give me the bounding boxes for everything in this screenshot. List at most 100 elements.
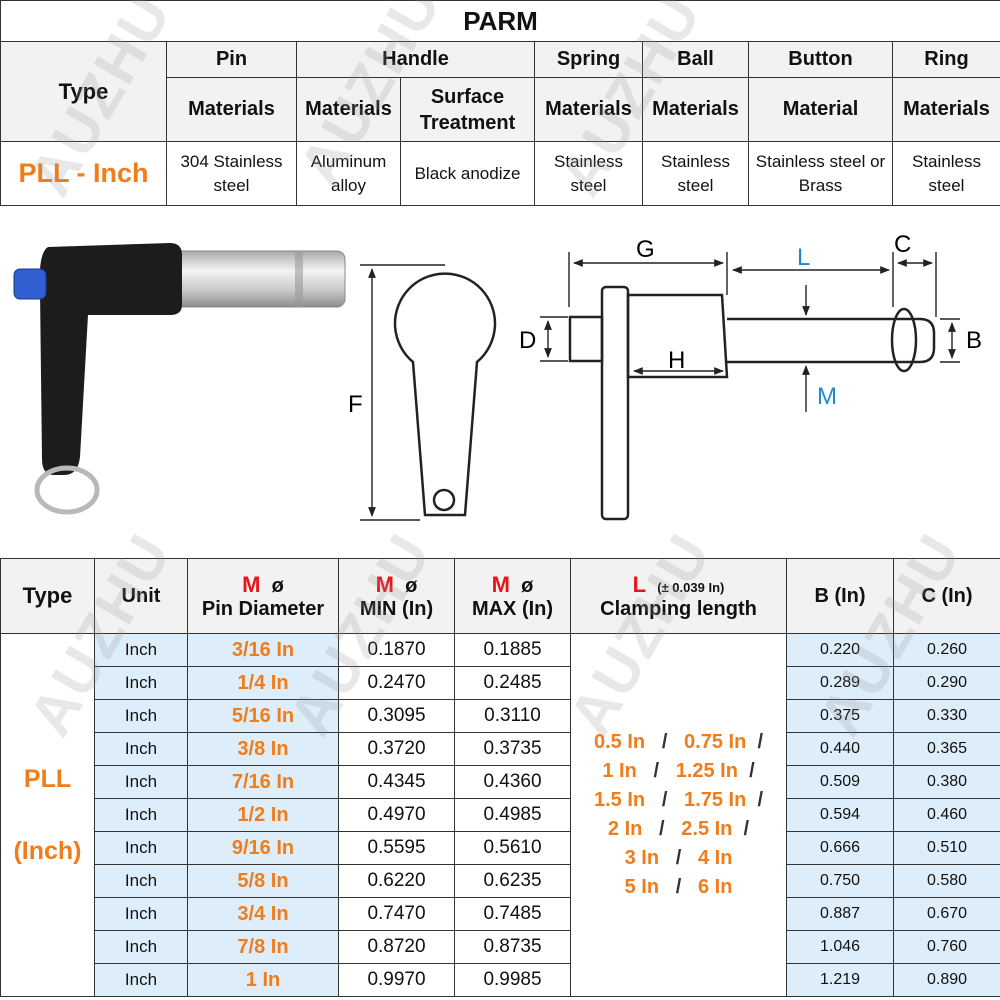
separator: / xyxy=(653,760,660,782)
m-symbol: M xyxy=(242,571,261,597)
group-button: Button xyxy=(748,41,893,78)
pin-groove xyxy=(295,251,303,307)
subheader-ball-materials: Materials xyxy=(642,77,749,142)
pin-diameter-label: Pin Diameter xyxy=(201,597,325,620)
subheader-pin-materials: Materials xyxy=(166,77,297,142)
clamping-length-options: 0.5 In / 0.75 In /1 In / 1.25 In /1.5 In… xyxy=(570,633,787,997)
c-cell: 0.260 xyxy=(893,633,1000,667)
c-cell: 0.890 xyxy=(893,963,1000,997)
b-cell: 1.219 xyxy=(786,963,894,997)
max-cell: 0.5610 xyxy=(454,831,571,865)
min-cell: 0.6220 xyxy=(338,864,455,898)
clamping-length-line: 1 In / 1.25 In / xyxy=(571,757,786,786)
handle-material-value: Aluminum alloy xyxy=(296,141,401,206)
pin-diameter-cell: 5/16 In xyxy=(187,699,339,733)
phi-symbol: ø xyxy=(405,574,418,597)
group-handle: Handle xyxy=(296,41,535,78)
c-cell: 0.290 xyxy=(893,666,1000,700)
c-cell: 0.380 xyxy=(893,765,1000,799)
pin-diameter-cell: 7/8 In xyxy=(187,930,339,964)
clamping-length-line: 5 In / 6 In xyxy=(571,873,786,902)
b-header: B (In) xyxy=(786,558,894,634)
min-header: M ø MIN (In) xyxy=(338,558,455,634)
handle-black xyxy=(39,243,182,475)
pin-diameter-cell: 1/2 In xyxy=(187,798,339,832)
clamping-length-value: 4 In xyxy=(697,847,733,869)
separator: / xyxy=(659,818,665,840)
separator: / xyxy=(675,847,682,869)
phi-symbol: ø xyxy=(271,574,284,597)
spring-material-value: Stainless steel xyxy=(534,141,643,206)
unit-cell: Inch xyxy=(94,897,188,931)
spec-table: Type Unit M ø Pin Diameter M ø MIN (In) … xyxy=(0,558,1000,997)
unit-cell: Inch xyxy=(94,633,188,667)
clamping-length-value: 5 In xyxy=(624,876,660,898)
clamping-length-value: 3 In xyxy=(624,847,660,869)
label-d: D xyxy=(519,327,536,354)
m-symbol: M xyxy=(491,571,510,597)
separator: / xyxy=(757,789,763,811)
max-cell: 0.7485 xyxy=(454,897,571,931)
min-cell: 0.1870 xyxy=(338,633,455,667)
unit-cell: Inch xyxy=(94,963,188,997)
separator: / xyxy=(743,818,750,840)
blue-button xyxy=(13,268,47,300)
min-cell: 0.2470 xyxy=(338,666,455,700)
group-pin: Pin xyxy=(166,41,297,78)
subheader-spring-materials: Materials xyxy=(534,77,643,142)
unit-cell: Inch xyxy=(94,666,188,700)
max-cell: 0.3735 xyxy=(454,732,571,766)
pin-material-value: 304 Stainless steel xyxy=(166,141,297,206)
b-cell: 0.887 xyxy=(786,897,894,931)
clamping-length-line: 1.5 In / 1.75 In / xyxy=(571,786,786,815)
clamping-length-value: 0.5 In xyxy=(594,731,646,753)
min-cell: 0.9970 xyxy=(338,963,455,997)
max-header: M ø MAX (In) xyxy=(454,558,571,634)
min-label: MIN (In) xyxy=(359,597,434,620)
c-cell: 0.460 xyxy=(893,798,1000,832)
label-f: F xyxy=(348,391,363,418)
b-cell: 1.046 xyxy=(786,930,894,964)
c-header: C (In) xyxy=(893,558,1000,634)
pin-diameter-cell: 7/16 In xyxy=(187,765,339,799)
pin-diameter-cell: 1/4 In xyxy=(187,666,339,700)
group-spring: Spring xyxy=(534,41,643,78)
unit-cell: Inch xyxy=(94,831,188,865)
subheader-button-material: Material xyxy=(748,77,893,142)
label-c: C xyxy=(894,231,911,258)
button-material-value: Stainless steel or Brass xyxy=(748,141,893,206)
ring-photo xyxy=(34,465,100,515)
clamping-length-value: 1.5 In xyxy=(594,789,646,811)
max-cell: 0.6235 xyxy=(454,864,571,898)
pin-diameter-cell: 3/16 In xyxy=(187,633,339,667)
l-tolerance: (± 0.039 In) xyxy=(657,579,725,595)
unit-cell: Inch xyxy=(94,930,188,964)
clamping-length-value: 1 In xyxy=(602,760,637,782)
type-header: Type xyxy=(0,41,167,142)
c-cell: 0.510 xyxy=(893,831,1000,865)
clamping-length-line: 2 In / 2.5 In / xyxy=(571,815,786,844)
side-view-drawing xyxy=(568,285,936,521)
clamping-length-line: 3 In / 4 In xyxy=(571,844,786,873)
unit-cell: Inch xyxy=(94,732,188,766)
type-value: PLL - Inch xyxy=(0,141,167,206)
separator: / xyxy=(749,760,755,782)
material-table: PARM Type Pin Handle Spring Ball Button … xyxy=(0,0,1000,206)
l-symbol: L xyxy=(632,571,647,597)
max-cell: 0.8735 xyxy=(454,930,571,964)
unit-cell: Inch xyxy=(94,798,188,832)
max-cell: 0.3110 xyxy=(454,699,571,733)
side-dimensions xyxy=(540,252,960,412)
pin-shaft xyxy=(154,250,346,308)
clamping-length-value: 6 In xyxy=(697,876,733,898)
max-cell: 0.4360 xyxy=(454,765,571,799)
max-label: MAX (In) xyxy=(471,597,554,620)
phi-symbol: ø xyxy=(521,574,534,597)
clamping-length-value: 1.75 In xyxy=(684,789,747,811)
subheader-handle-materials: Materials xyxy=(296,77,401,142)
